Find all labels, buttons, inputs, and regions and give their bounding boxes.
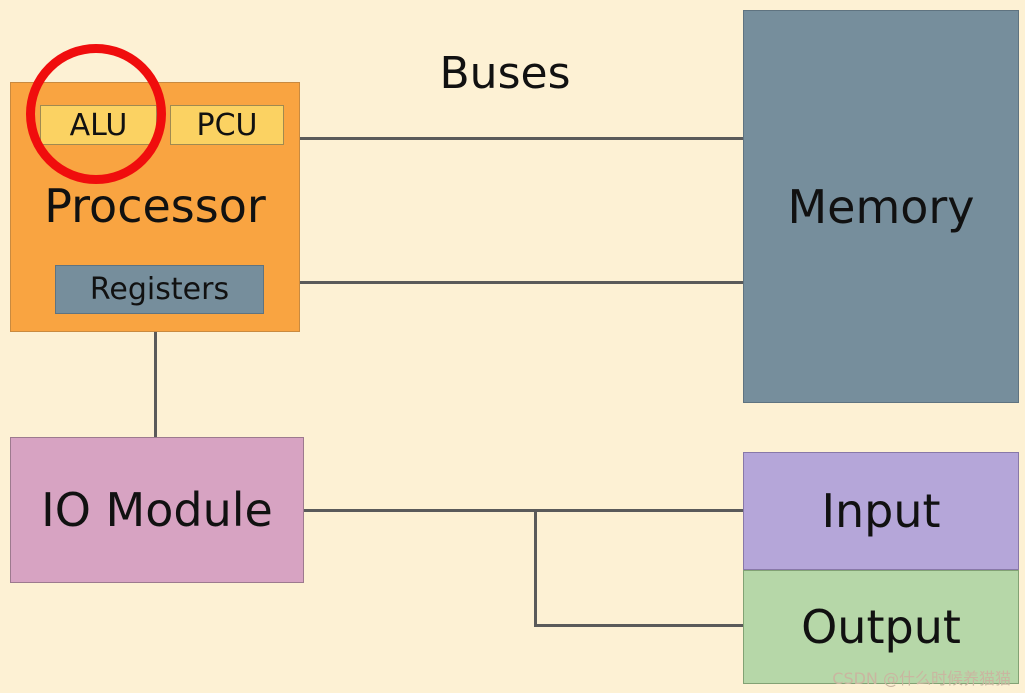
watermark: CSDN @什么时候养猫猫 xyxy=(832,669,1011,688)
memory-box: Memory xyxy=(743,10,1019,403)
io-input-line xyxy=(304,509,743,512)
pcu-box: PCU xyxy=(170,105,284,145)
input-box: Input xyxy=(743,452,1019,570)
processor-io-line xyxy=(154,332,157,437)
io-output-line xyxy=(534,624,743,627)
alu-highlight-circle xyxy=(26,44,166,184)
bus-line-top xyxy=(300,137,743,140)
io-branch-vertical xyxy=(534,511,537,627)
processor-label: Processor xyxy=(44,179,266,233)
output-box: Output xyxy=(743,570,1019,684)
buses-label: Buses xyxy=(439,48,571,99)
bus-line-bottom xyxy=(300,281,743,284)
registers-box: Registers xyxy=(55,265,264,314)
io-module-box: IO Module xyxy=(10,437,304,583)
